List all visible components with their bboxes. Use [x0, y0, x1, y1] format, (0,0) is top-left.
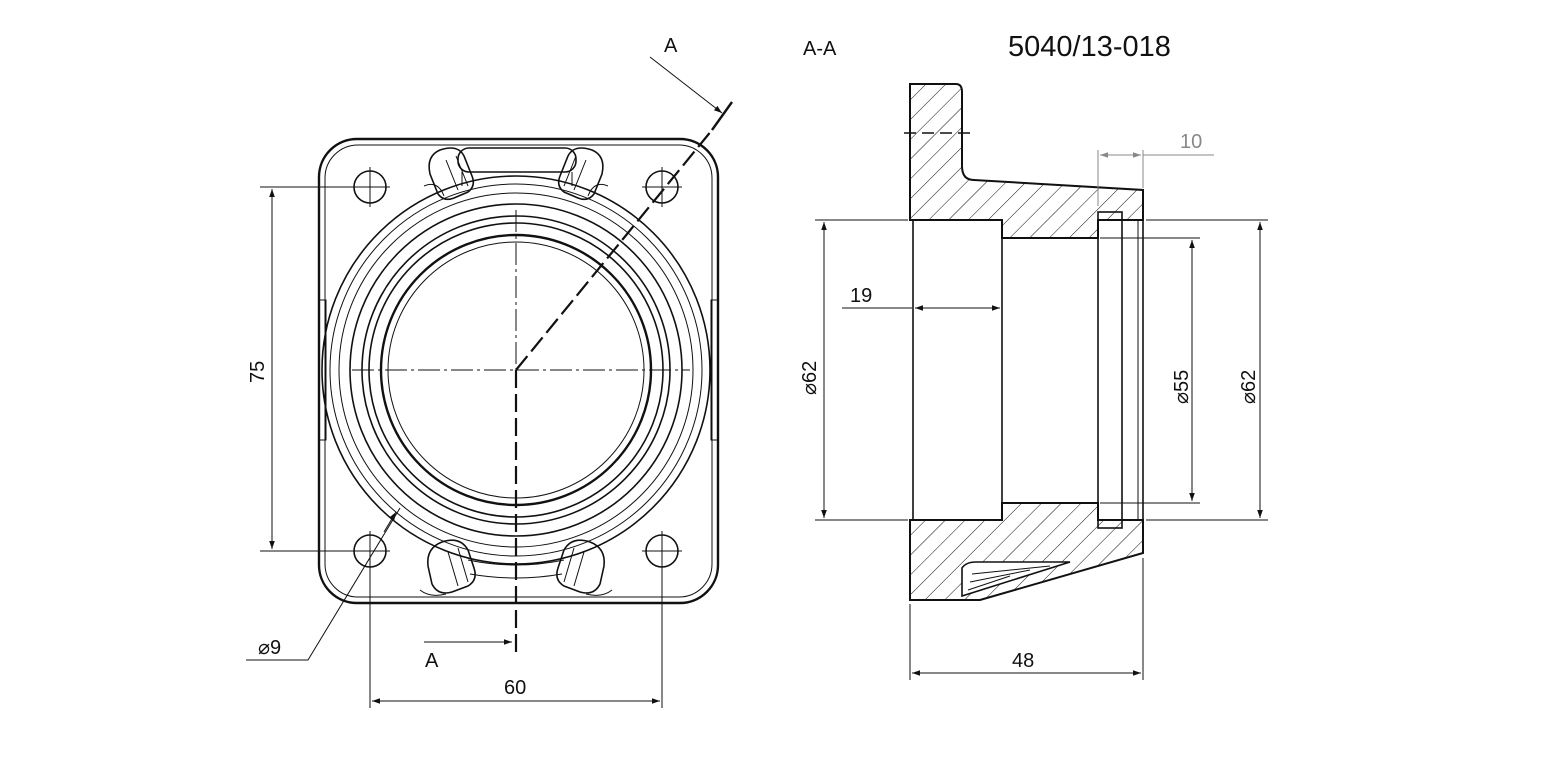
dim-9-text: ⌀9 [258, 637, 281, 659]
section-arrow-top [649, 56, 723, 114]
section-title: A-A [803, 38, 837, 60]
dim-62-right-extension-lines [1146, 219, 1268, 521]
dim-55-text: ⌀55 [1171, 370, 1193, 404]
top-slot [457, 147, 577, 173]
left-side-tab [319, 299, 327, 441]
section-mark-top: A [664, 35, 678, 57]
mounting-hole-top-left [350, 167, 390, 207]
front-view: A A 75 60 ⌀9 [246, 35, 733, 708]
dim-75-text: 75 [247, 361, 269, 383]
mounting-hole-top-right [642, 167, 682, 207]
bore-lines [1002, 237, 1098, 504]
mounting-hole-bottom-right [642, 531, 682, 571]
flange-plate-outline [317, 137, 720, 605]
section-view: ⌀62 19 ⌀55 ⌀62 10 48 [799, 83, 1268, 680]
clip-pocket [961, 561, 1071, 598]
outlet-lip [1122, 219, 1144, 521]
dim-62-left-extension-lines [815, 219, 908, 521]
section-cut-end-top [711, 101, 733, 131]
dim-75-extension-lines [260, 186, 354, 552]
section-cut-line-diagonal [515, 129, 713, 371]
dim-62-left-text: ⌀62 [799, 361, 821, 395]
dim-62-right-text: ⌀62 [1238, 370, 1260, 404]
dim-19-text: 19 [850, 285, 872, 307]
flange-plate-inner-edge [324, 144, 713, 598]
section-lower-wall [909, 502, 1144, 601]
clip-top-right [557, 147, 609, 201]
dim-10-extension-lines [1097, 150, 1144, 206]
top-slot-walls [461, 172, 573, 186]
dim-10-text: 10 [1180, 131, 1202, 153]
dim-48-extension-lines [909, 558, 1144, 680]
dim-60-text: 60 [504, 677, 526, 699]
section-mark-bottom: A [425, 650, 439, 672]
dim-48-text: 48 [1012, 650, 1034, 672]
mounting-hole-bottom-left [350, 531, 390, 571]
clip-top-left [423, 147, 475, 201]
right-side-tab [710, 299, 718, 441]
clip-bottom-left [419, 539, 476, 596]
dim-9-arrow [383, 511, 397, 533]
section-upper-wall [909, 83, 1144, 239]
clip-bottom-right [556, 539, 613, 596]
dim-9-leader [246, 507, 401, 661]
dim-55-extension-lines [1100, 237, 1200, 504]
clip-pocket-lines [967, 565, 1051, 591]
dim-60-extension-lines [369, 571, 663, 708]
groove-ring [1097, 211, 1123, 529]
drawing-number: 5040/13-018 [1008, 31, 1171, 63]
